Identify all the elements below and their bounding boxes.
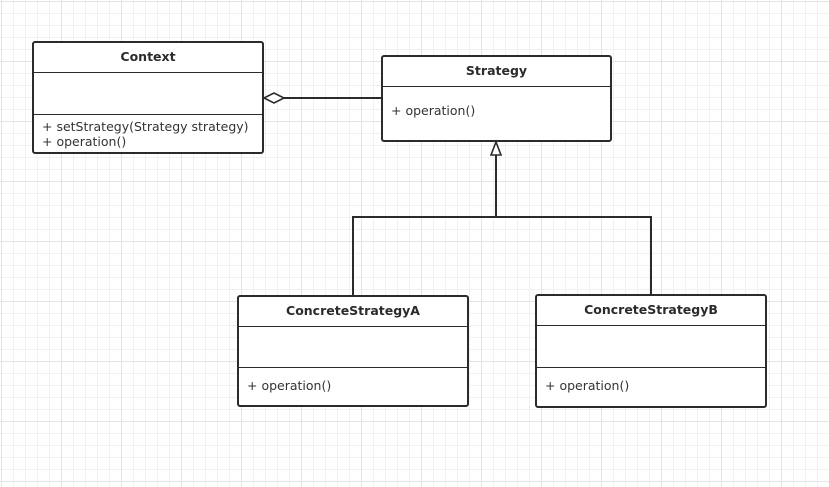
class-concrete-strategy-b[interactable]: ConcreteStrategyB + operation()	[535, 294, 767, 408]
class-concrete-strategy-b-operations: + operation()	[537, 368, 765, 393]
class-concrete-strategy-a-name: ConcreteStrategyA	[239, 297, 467, 327]
generalization-branch-a	[352, 216, 496, 297]
operation-operation: + operation()	[42, 134, 127, 149]
class-context-attributes	[34, 73, 262, 115]
generalization-branch-b	[496, 216, 652, 296]
class-context-operations: + setStrategy(Strategy strategy) + opera…	[34, 115, 262, 149]
class-strategy-operations: + operation()	[383, 87, 610, 118]
class-strategy[interactable]: Strategy + operation()	[381, 55, 612, 142]
class-concrete-strategy-b-attributes	[537, 326, 765, 368]
class-strategy-name: Strategy	[383, 57, 610, 87]
class-concrete-strategy-a-operations: + operation()	[239, 368, 467, 393]
class-concrete-strategy-a[interactable]: ConcreteStrategyA + operation()	[237, 295, 469, 407]
aggregation-diamond	[262, 92, 286, 104]
class-concrete-strategy-b-name: ConcreteStrategyB	[537, 296, 765, 326]
class-context[interactable]: Context + setStrategy(Strategy strategy)…	[32, 41, 264, 154]
operation-operation: + operation()	[391, 103, 476, 118]
operation-operation: + operation()	[545, 378, 630, 393]
class-context-name: Context	[34, 43, 262, 73]
class-concrete-strategy-a-attributes	[239, 327, 467, 368]
operation-set-strategy: + setStrategy(Strategy strategy)	[42, 119, 249, 134]
operation-operation: + operation()	[247, 378, 332, 393]
generalization-arrowhead	[489, 139, 503, 156]
